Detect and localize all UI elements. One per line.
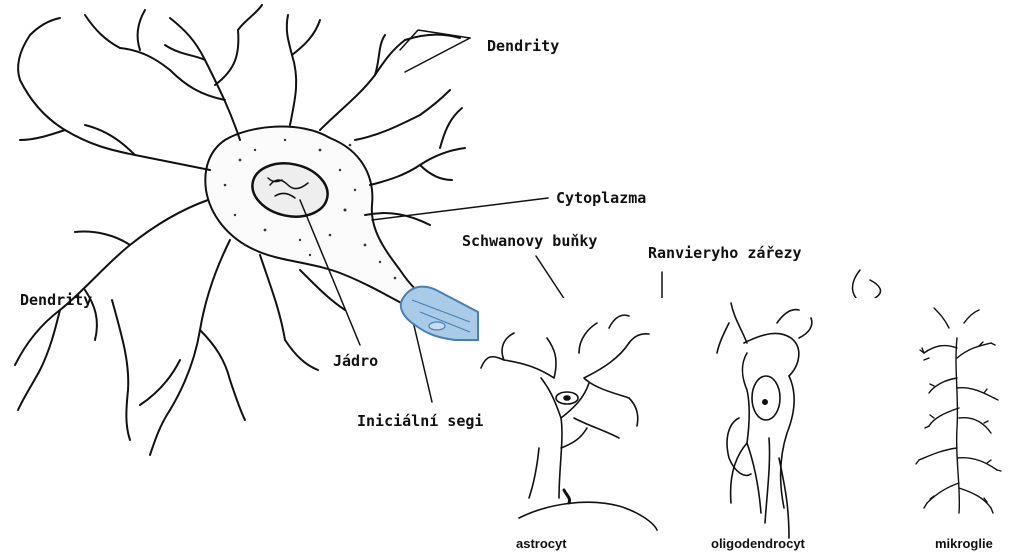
- label-dendrity-top: Dendrity: [487, 37, 559, 55]
- astrocyte-drawing: [481, 315, 657, 530]
- caption-mikroglie: mikroglie: [935, 536, 993, 551]
- glia-panel: [479, 298, 1021, 553]
- label-cytoplazma: Cytoplazma: [556, 189, 646, 207]
- microglia-drawing: [916, 308, 1001, 513]
- glia-illustrations: [479, 298, 1021, 553]
- caption-astrocyt: astrocyt: [516, 536, 567, 551]
- caption-oligodendrocyt: oligodendrocyt: [711, 536, 805, 551]
- label-initial-segment: Iniciální segi: [357, 412, 483, 430]
- label-ranvier-nodes: Ranvieryho zářezy: [648, 244, 802, 262]
- soma-outline: [205, 126, 430, 312]
- label-schwann-cells: Schwanovy buňky: [462, 232, 597, 250]
- myelin-sheath: [401, 287, 478, 340]
- label-nucleus: Jádro: [333, 352, 378, 370]
- oligodendrocyte-drawing: [717, 303, 812, 538]
- label-dendrity-left: Dendrity: [20, 291, 92, 309]
